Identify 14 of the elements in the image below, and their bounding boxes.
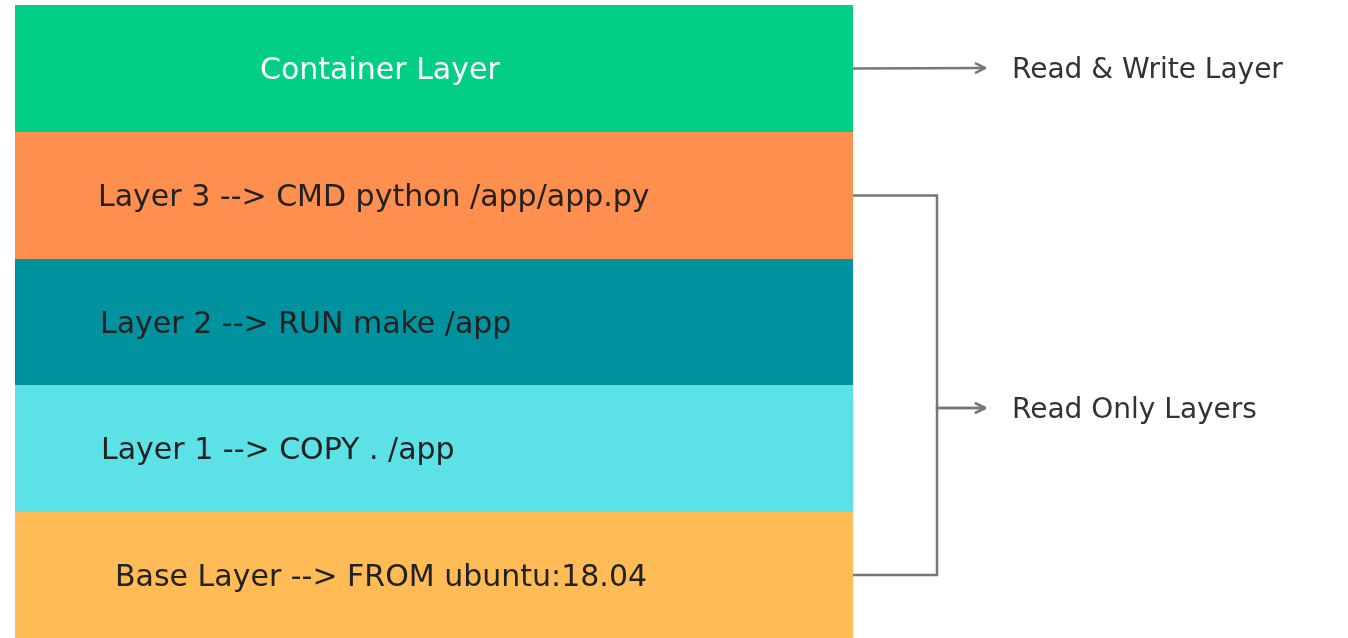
layer-band (15, 5, 853, 132)
layer-title: Layer 1 --> COPY . /app (101, 431, 455, 466)
layer-label: Read & Write Layer (1012, 51, 1283, 85)
layer-title: Layer 3 --> CMD python /app/app.py (98, 178, 650, 213)
layer-band (15, 259, 853, 385)
arrow (853, 401, 987, 577)
layer-title: Container Layer (260, 51, 500, 86)
layer-band (15, 132, 853, 259)
arrow (853, 61, 987, 75)
layer-band (15, 385, 853, 512)
layer-title: Layer 2 --> RUN make /app (100, 304, 512, 340)
layer-label: Read Only Layers (1012, 391, 1257, 425)
layer-band (15, 512, 853, 638)
layer-title: Base Layer --> FROM ubuntu:18.04 (115, 557, 648, 593)
